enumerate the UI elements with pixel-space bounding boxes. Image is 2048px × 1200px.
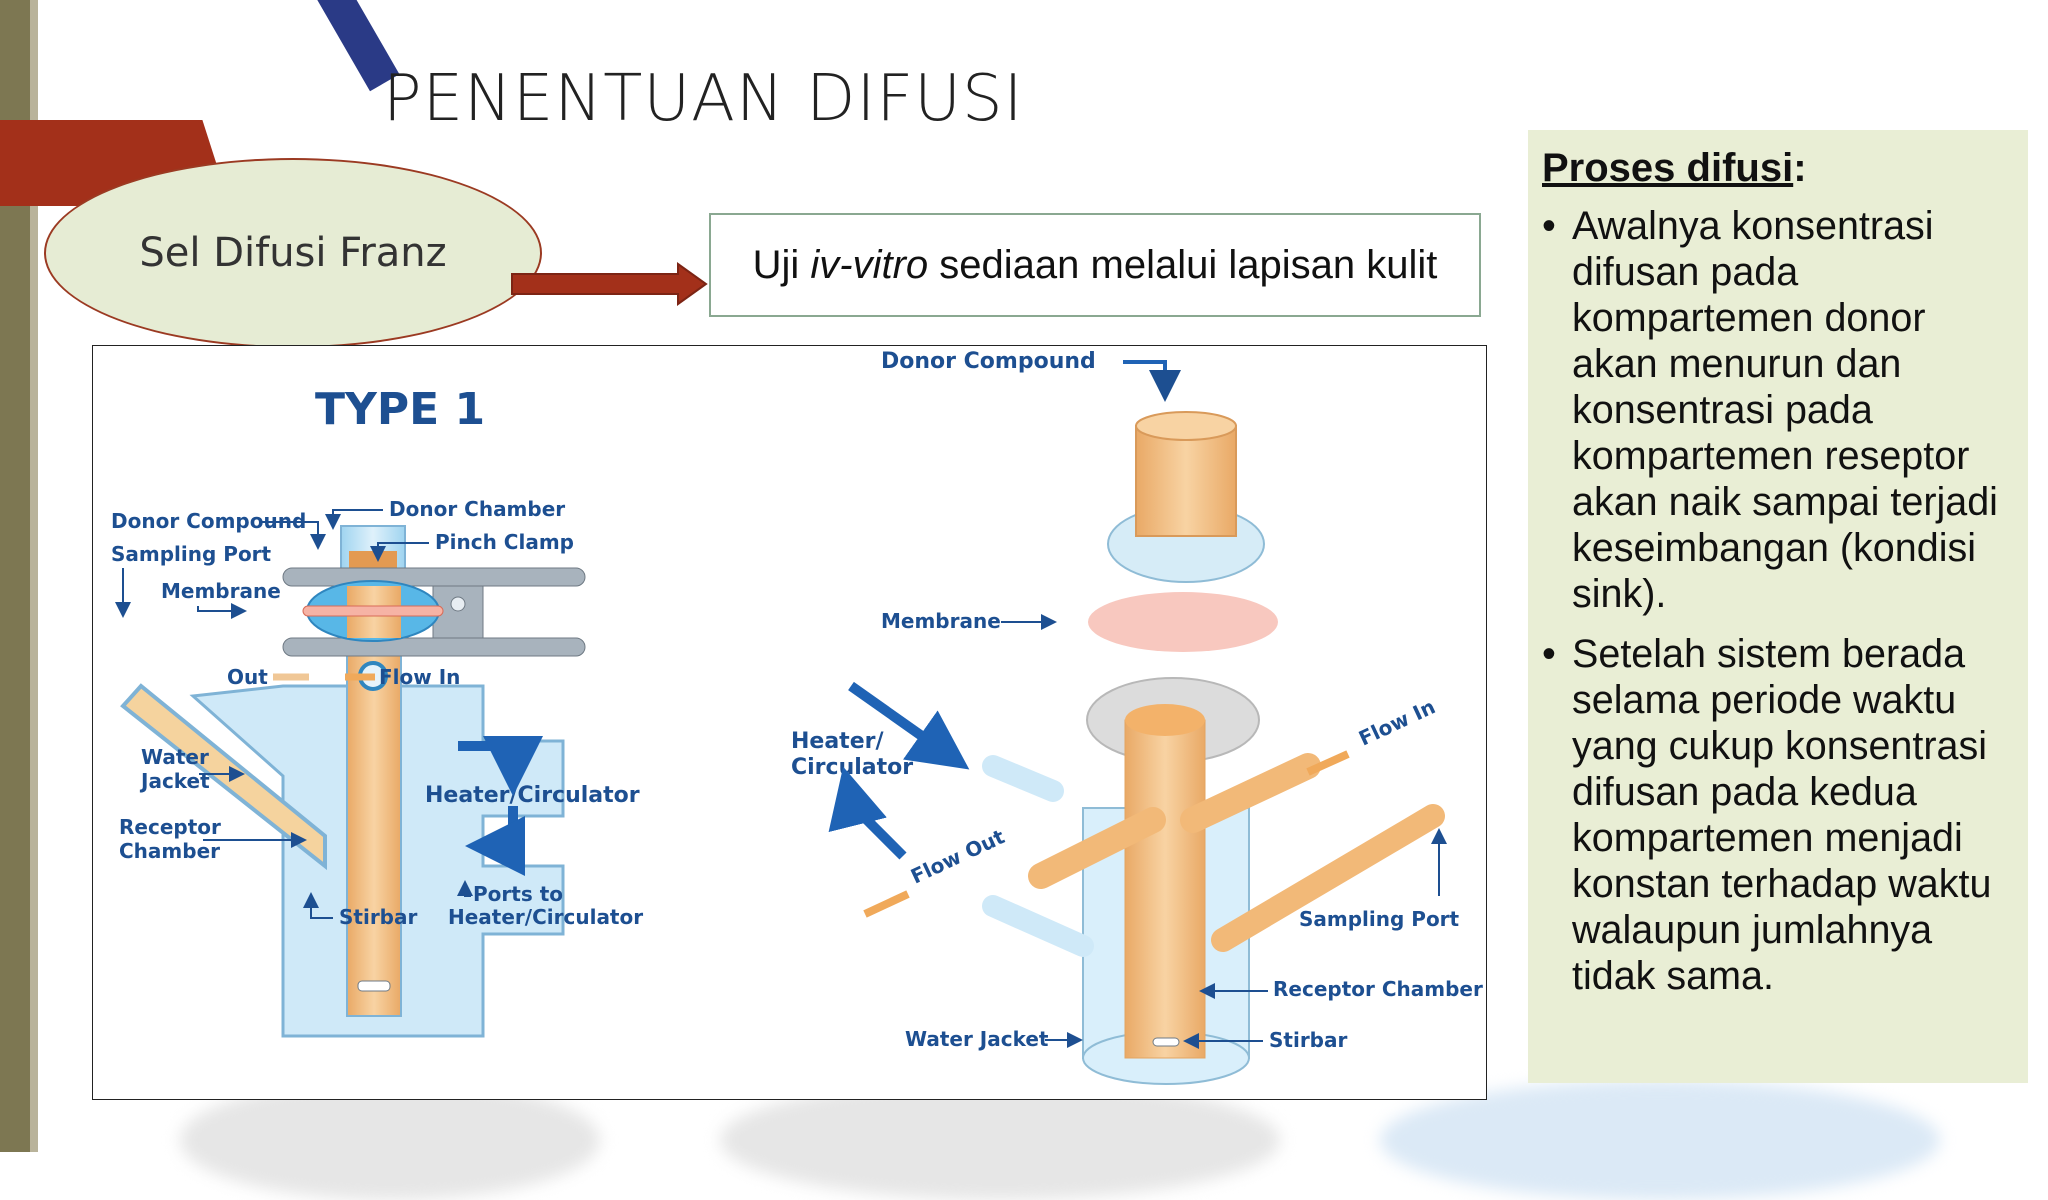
test-description-box: Uji iv-vitro sediaan melalui lapisan kul… (709, 213, 1481, 317)
label-ports-to-2: Heater/Circulator (448, 905, 643, 929)
receptor-liquid-column (1124, 719, 1206, 1059)
test-suffix: sediaan melalui lapisan kulit (928, 242, 1438, 287)
label-receptor-chamber-2: Chamber (119, 839, 220, 863)
left-decor-shade (30, 0, 38, 1152)
bullet-icon: • (1542, 632, 1556, 676)
r-stirbar-shape (1152, 1037, 1180, 1047)
label-r-donor-compound: Donor Compound (881, 349, 1096, 374)
label-r-heater-1: Heater/ (791, 729, 884, 754)
diffusion-process-panel: Proses difusi: • Awalnya konsentrasi dif… (1528, 130, 2028, 1083)
flow-out-tube (1028, 807, 1166, 889)
type-label: TYPE 1 (315, 384, 485, 435)
label-r-receptor-chamber: Receptor Chamber (1273, 977, 1483, 1001)
ellipse-label: Sel Difusi Franz (139, 230, 447, 276)
label-stirbar: Stirbar (339, 905, 417, 929)
receptor-column (346, 585, 402, 1017)
test-italic: iv-vitro (810, 242, 929, 287)
label-ports-to-1: Ports to (473, 882, 563, 906)
diagram-svg: TYPE 1 Donor Compound Donor Chamber Samp… (111, 349, 1483, 1085)
label-out: Out (227, 665, 268, 689)
jacket-port-bottom (982, 895, 1094, 957)
bullet-text: Setelah sistem berada selama periode wak… (1572, 632, 1992, 998)
panel-heading-text: Proses difusi (1542, 146, 1794, 190)
bullet-icon: • (1542, 204, 1556, 248)
right-arrow-icon (511, 262, 708, 306)
label-receptor-chamber-1: Receptor (119, 815, 221, 839)
sampling-port-arm (120, 683, 327, 871)
label-r-sampling-port: Sampling Port (1299, 907, 1460, 931)
slide-title: PENENTUAN DIFUSI (383, 62, 1024, 136)
label-r-water-jacket: Water Jacket (905, 1027, 1049, 1051)
label-sampling-port: Sampling Port (111, 542, 272, 566)
bullet-item: • Setelah sistem berada selama periode w… (1542, 631, 2014, 999)
membrane-shape (302, 605, 444, 617)
panel-heading: Proses difusi: (1542, 146, 2014, 191)
stirbar-shape (357, 980, 391, 992)
donor-cup-shape (1135, 425, 1237, 537)
test-prefix: Uji (752, 242, 811, 287)
franz-cell-ellipse: Sel Difusi Franz (44, 158, 542, 348)
bullet-text: Awalnya konsentrasi difusan pada kompart… (1572, 204, 1998, 616)
label-pinch-clamp: Pinch Clamp (435, 530, 574, 554)
label-membrane: Membrane (161, 579, 281, 603)
clamp-screw-icon (450, 596, 466, 612)
label-r-membrane: Membrane (881, 609, 1001, 633)
label-flow-in: Flow In (379, 665, 460, 689)
flow-in-tube (1180, 753, 1321, 833)
label-r-stirbar: Stirbar (1269, 1028, 1347, 1052)
sampling-port-tube (1211, 804, 1445, 952)
label-water-jacket-2: Jacket (139, 769, 210, 793)
label-r-heater-2: Circulator (791, 755, 913, 780)
panel-heading-colon: : (1793, 146, 1807, 190)
label-r-flow-out: Flow Out (907, 824, 1009, 888)
membrane-disc-shape (1088, 592, 1278, 652)
label-heater-circulator: Heater/Circulator (425, 783, 640, 808)
label-donor-chamber: Donor Chamber (389, 497, 565, 521)
pinch-clamp-bottom (282, 637, 586, 657)
label-r-flow-in: Flow In (1355, 694, 1439, 750)
pinch-clamp-top (282, 567, 586, 587)
label-water-jacket-1: Water (141, 745, 209, 769)
jacket-port-top (982, 755, 1064, 802)
bullet-item: • Awalnya konsentrasi difusan pada kompa… (1542, 203, 2014, 617)
receptor-liquid-top (1125, 704, 1205, 736)
franz-cell-diagram: TYPE 1 Donor Compound Donor Chamber Samp… (92, 345, 1487, 1100)
donor-cup-top (1135, 411, 1237, 441)
